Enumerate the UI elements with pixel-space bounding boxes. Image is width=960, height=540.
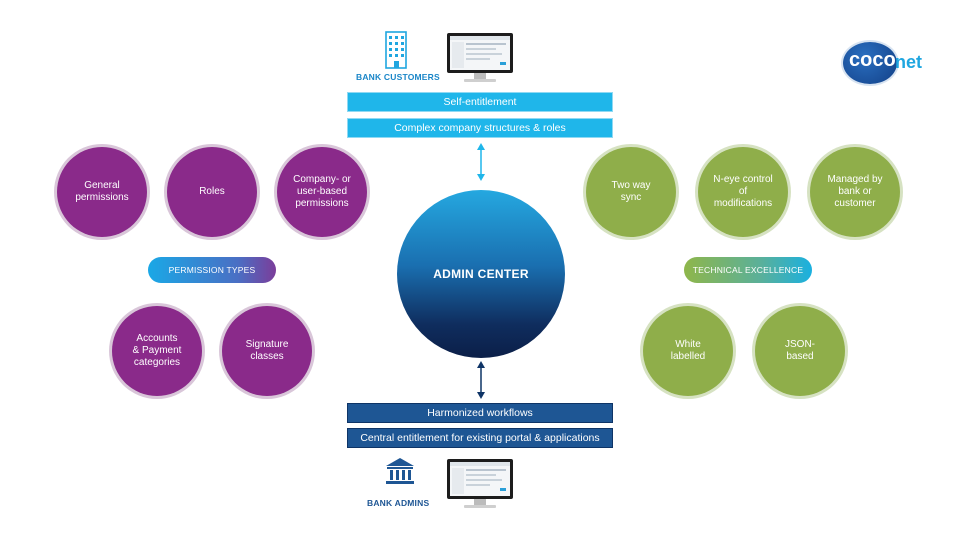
- bank-admins-label: BANK ADMINS: [367, 498, 430, 508]
- logo-text-net: net: [895, 52, 922, 72]
- roles-circle: Roles: [167, 147, 257, 237]
- admin-center-label: ADMIN CENTER: [433, 267, 529, 281]
- permission-types-pill: PERMISSION TYPES: [148, 257, 276, 283]
- signature-classes-circle: Signature classes: [222, 306, 312, 396]
- n-eye-control-circle: N-eye control of modifications: [698, 147, 788, 237]
- office-building-icon: [385, 31, 407, 69]
- accounts-payment-circle: Accounts & Payment categories: [112, 306, 202, 396]
- harmonized-workflows-bar: Harmonized workflows: [347, 403, 613, 423]
- monitor-screenshot-icon: [447, 33, 513, 82]
- bank-building-icon: [386, 458, 414, 484]
- coconet-logo-circle: [843, 42, 897, 84]
- technical-excellence-pill: TECHNICAL EXCELLENCE: [684, 257, 812, 283]
- monitor-screenshot-icon: [447, 459, 513, 508]
- white-labelled-circle: White labelled: [643, 306, 733, 396]
- bottom-double-arrow-icon: [477, 361, 485, 399]
- complex-structures-bar: Complex company structures & roles: [347, 118, 613, 138]
- general-permissions-circle: General permissions: [57, 147, 147, 237]
- admin-center-circle: ADMIN CENTER: [397, 190, 565, 358]
- two-way-sync-circle: Two way sync: [586, 147, 676, 237]
- company-user-permissions-circle: Company- or user-based permissions: [277, 147, 367, 237]
- bank-customers-label: BANK CUSTOMERS: [356, 72, 440, 82]
- self-entitlement-bar: Self-entitlement: [347, 92, 613, 112]
- json-based-circle: JSON- based: [755, 306, 845, 396]
- managed-by-circle: Managed by bank or customer: [810, 147, 900, 237]
- logo-text-coco: coco: [849, 49, 896, 71]
- top-double-arrow-icon: [477, 143, 485, 181]
- central-entitlement-bar: Central entitlement for existing portal …: [347, 428, 613, 448]
